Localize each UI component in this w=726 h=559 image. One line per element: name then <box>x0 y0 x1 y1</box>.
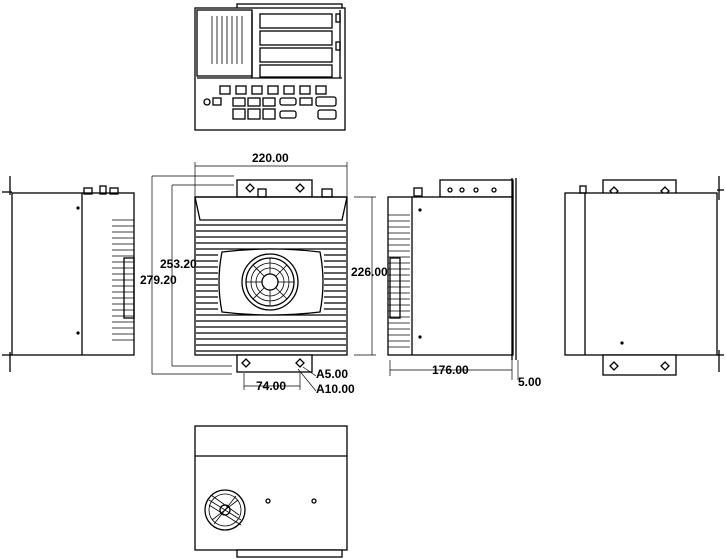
port-row-middle <box>203 96 337 107</box>
center-top-view <box>194 179 348 373</box>
port-row-top <box>219 85 327 95</box>
dim-height: 226.00 <box>351 265 388 279</box>
dim-side-depth: 176.00 <box>432 363 469 377</box>
mounting-bracket-icon <box>236 179 313 198</box>
right-side-view <box>387 178 517 360</box>
dim-hole-small: A5.00 <box>316 367 348 381</box>
bottom-view <box>194 425 348 558</box>
mounting-bracket-icon <box>236 354 313 373</box>
fan-icon <box>241 253 299 311</box>
fan-icon <box>204 489 246 531</box>
mounting-bracket-icon <box>602 354 677 376</box>
dim-width: 220.00 <box>252 151 289 165</box>
dim-bracket-spacing: 74.00 <box>256 379 286 393</box>
port-row-bottom <box>232 108 337 120</box>
vent-grille <box>211 16 243 64</box>
heatsink-fins-right <box>388 214 410 348</box>
heatsink-fins-left <box>112 219 134 341</box>
dim-depth-inner: 253.20 <box>160 257 197 271</box>
front-io-view <box>194 3 346 131</box>
dim-depth-outer: 279.20 <box>140 273 177 287</box>
dimension-lines <box>151 162 519 392</box>
far-right-view <box>564 176 724 376</box>
dim-offset: 5.00 <box>518 375 542 389</box>
dim-hole-large: A10.00 <box>316 382 355 396</box>
heatsink-fins-top <box>196 224 346 352</box>
left-side-view <box>2 176 135 372</box>
